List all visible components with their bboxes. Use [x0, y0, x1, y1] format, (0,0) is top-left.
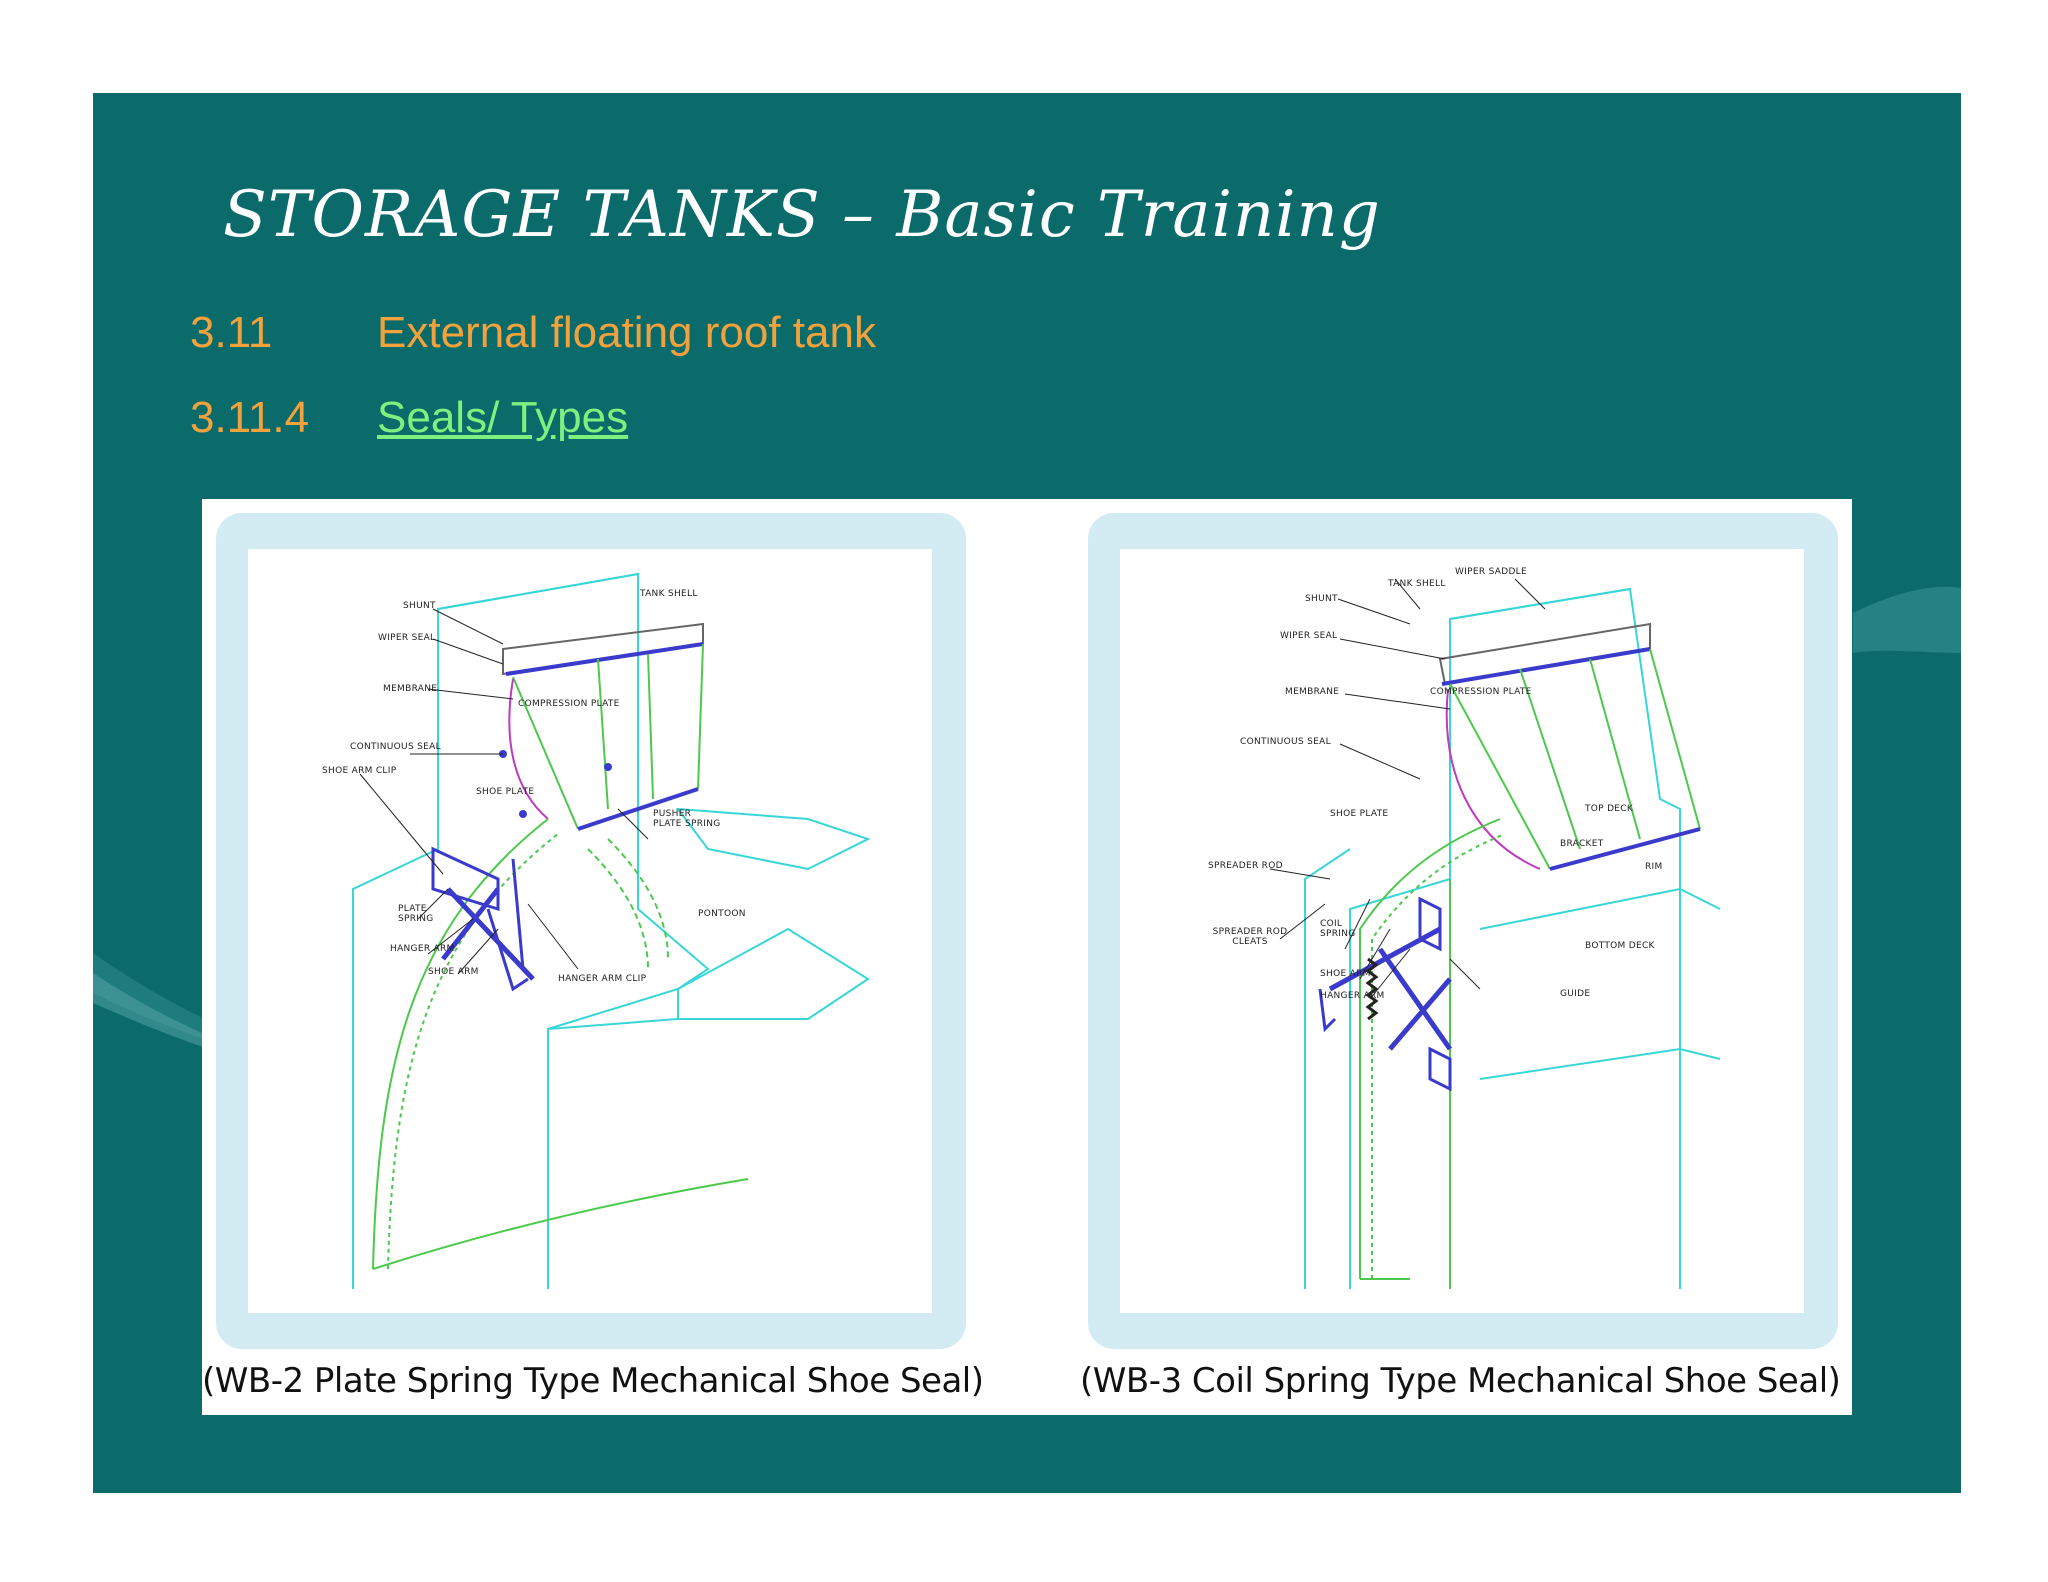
label-coil-spring: Coil Spring — [1320, 919, 1356, 939]
label-wiper-seal: Wiper Seal — [1280, 631, 1338, 641]
subsection-link[interactable]: Seals/ Types — [377, 393, 629, 442]
label-tank-shell: Tank Shell — [640, 589, 698, 599]
subsection-number: 3.11.4 — [190, 393, 310, 442]
label-pontoon: Pontoon — [698, 909, 746, 919]
label-compression-plate: Compression Plate — [1430, 687, 1532, 697]
label-hanger-arm-clip: Hanger Arm Clip — [558, 974, 647, 984]
label-bracket: Bracket — [1560, 839, 1604, 849]
label-rim: Rim — [1645, 862, 1663, 872]
slide: STORAGE TANKS – Basic Training 3.11 Exte… — [93, 93, 1961, 1493]
label-shoe-plate: Shoe Plate — [476, 787, 535, 797]
label-shoe-arm: Shoe Arm — [1320, 969, 1371, 979]
right-seal-drawing: Tank Shell Wiper Saddle Shunt Wiper Seal… — [1120, 549, 1804, 1313]
label-shunt: Shunt — [1305, 594, 1338, 604]
seal-types-figure: Tank Shell Shunt Wiper Seal Membrane Com… — [202, 499, 1852, 1415]
section-number: 3.11 — [190, 308, 273, 357]
left-seal-panel: Tank Shell Shunt Wiper Seal Membrane Com… — [216, 513, 966, 1349]
label-continuous-seal: Continuous Seal — [1240, 737, 1331, 747]
label-spreader-rod-cleats: Spreader Rod Cleats — [1212, 927, 1288, 947]
label-membrane: Membrane — [1285, 687, 1340, 697]
section-title: External floating roof tank — [377, 308, 876, 357]
label-wiper-saddle: Wiper Saddle — [1455, 567, 1527, 577]
label-compression-plate: Compression Plate — [518, 699, 620, 709]
right-caption: (WB-3 Coil Spring Type Mechanical Shoe S… — [1080, 1361, 1841, 1401]
label-guide: Guide — [1560, 989, 1591, 999]
wb3-drawing — [1269, 578, 1721, 1289]
label-membrane: Membrane — [383, 684, 438, 694]
label-shoe-arm-clip: Shoe Arm Clip — [322, 766, 397, 776]
label-shoe-arm: Shoe Arm — [428, 967, 479, 977]
label-continuous-seal: Continuous Seal — [350, 742, 441, 752]
wb2-drawing — [352, 572, 871, 1289]
right-seal-panel: Tank Shell Wiper Saddle Shunt Wiper Seal… — [1088, 513, 1838, 1349]
label-shoe-plate: Shoe Plate — [1330, 809, 1389, 819]
slide-title: STORAGE TANKS – Basic Training — [223, 178, 1381, 252]
label-pusher-plate-spring: Pusher Plate Spring — [653, 809, 721, 829]
label-tank-shell: Tank Shell — [1388, 579, 1446, 589]
label-wiper-seal: Wiper Seal — [378, 633, 436, 643]
label-bottom-deck: Bottom Deck — [1585, 941, 1655, 951]
label-shunt: Shunt — [403, 601, 436, 611]
left-caption: (WB-2 Plate Spring Type Mechanical Shoe … — [202, 1361, 984, 1401]
label-plate-spring: Plate Spring — [398, 904, 434, 924]
left-seal-drawing: Tank Shell Shunt Wiper Seal Membrane Com… — [248, 549, 932, 1313]
label-hanger-arm: Hanger Arm — [1320, 991, 1385, 1001]
label-spreader-rod: Spreader Rod — [1208, 861, 1283, 871]
label-hanger-arm: Hanger Arm — [390, 944, 455, 954]
label-top-deck: Top Deck — [1585, 804, 1634, 814]
